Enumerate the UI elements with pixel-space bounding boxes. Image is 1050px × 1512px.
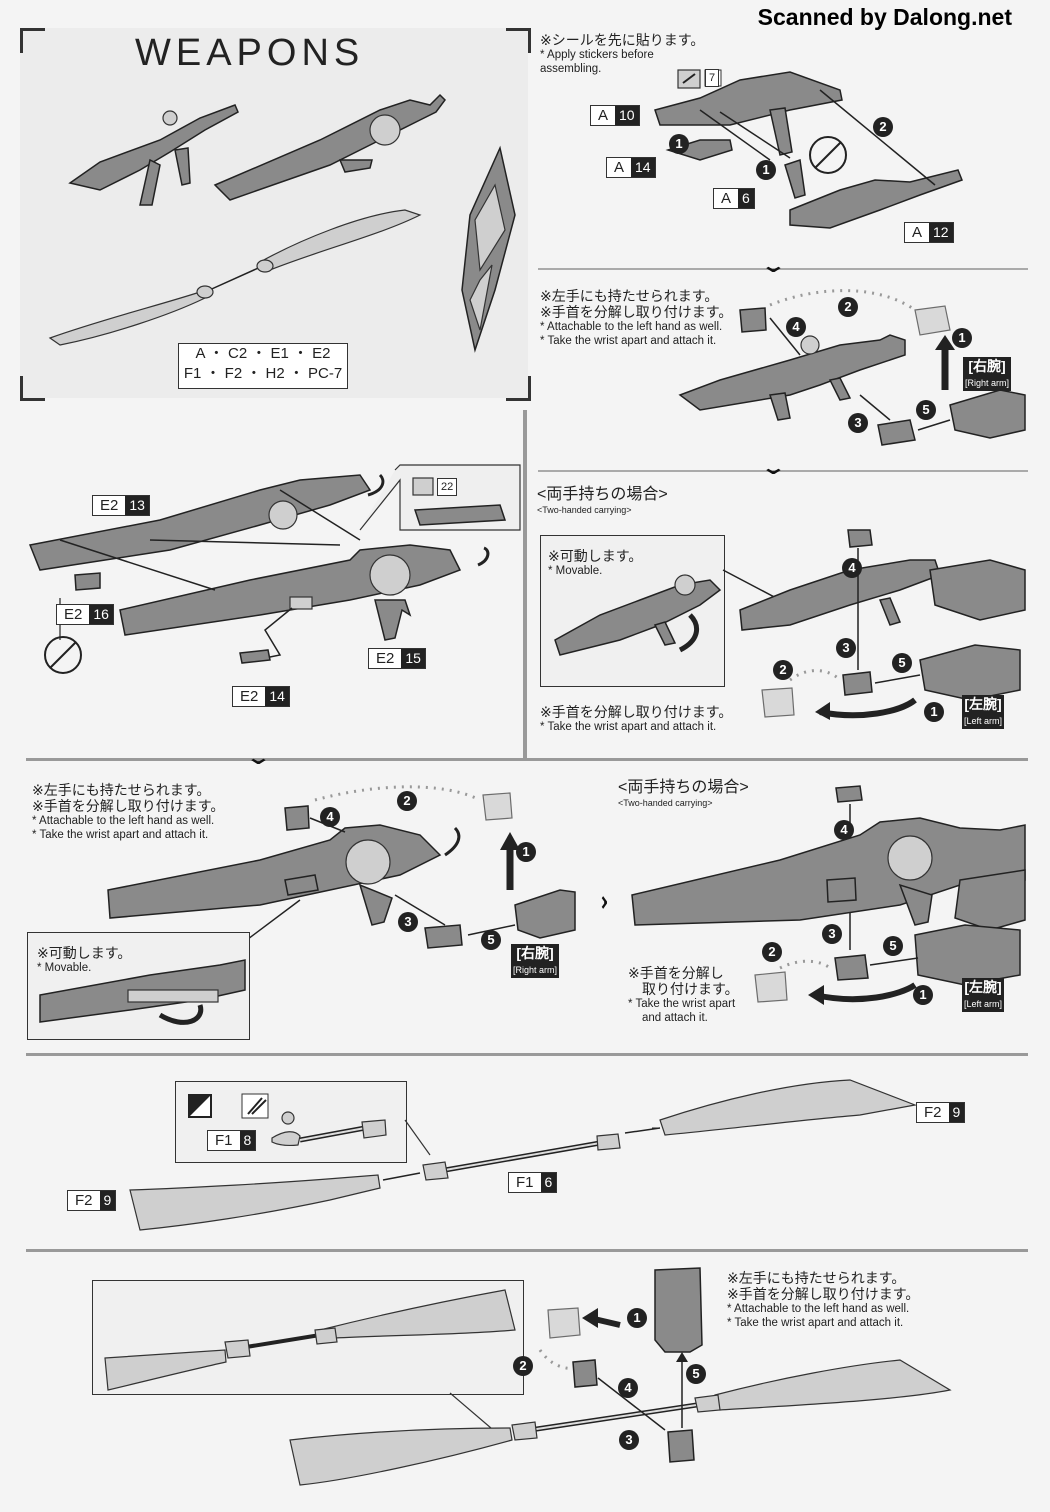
parts-list-line2: F1 ・ F2 ・ H2 ・ PC-7 [183, 365, 343, 382]
weapons-panel [20, 28, 528, 398]
step-number: 1 [952, 328, 972, 348]
step-number: 4 [618, 1378, 638, 1398]
left-arm-tag: [左腕][Left arm] [962, 978, 1005, 1012]
blade-hand-note: ※左手にも持たせられます。 ※手首を分解し取り付けます。 * Attachabl… [727, 1270, 920, 1329]
step-number: 5 [481, 930, 501, 950]
step-number: 1 [924, 702, 944, 722]
no-nipper-icon [809, 136, 847, 174]
step-number: 3 [619, 1430, 639, 1450]
step-number: 5 [892, 653, 912, 673]
step-number: 1 [516, 842, 536, 862]
bazooka-left-note: ※左手にも持たせられます。 ※手首を分解し取り付けます。 * Attachabl… [32, 782, 225, 841]
step-number: 3 [822, 924, 842, 944]
step-number: 2 [773, 660, 793, 680]
step-number: 2 [762, 942, 782, 962]
divider [523, 758, 1028, 761]
chevron-down-icon: ⌄ [244, 747, 272, 769]
step-number: 4 [834, 820, 854, 840]
step-number: 4 [320, 807, 340, 827]
sticker-icon [412, 477, 434, 496]
movable-note: ※可動します。 * Movable. [548, 548, 643, 577]
divider [26, 758, 523, 761]
chevron-down-icon: ⌄ [759, 457, 787, 479]
divider [538, 470, 1028, 472]
divider [26, 1249, 1028, 1252]
corner-mark [20, 376, 45, 401]
rifle-two-hand-note: ※手首を分解し取り付けます。 * Take the wrist apart an… [540, 704, 733, 733]
divider [26, 1053, 1028, 1056]
movable-note: ※可動します。 * Movable. [37, 945, 132, 974]
step-number: 5 [916, 400, 936, 420]
sticker-note: ※シールを先に貼ります。 * Apply stickers before ass… [540, 32, 705, 75]
rifle-left-note: ※左手にも持たせられます。 ※手首を分解し取り付けます。 * Attachabl… [540, 288, 733, 347]
step-number: 3 [848, 413, 868, 433]
step-number: 1 [669, 134, 689, 154]
step-number: 4 [842, 558, 862, 578]
weapons-title: WEAPONS [135, 32, 365, 74]
chevron-down-icon: ⌄ [759, 255, 787, 277]
corner-mark [506, 28, 531, 53]
step-number: 5 [686, 1364, 706, 1384]
step-number: 2 [513, 1356, 533, 1376]
sticker-number: 7 [705, 69, 720, 87]
corner-mark [506, 376, 531, 401]
step-number: 3 [836, 638, 856, 658]
step-number: 2 [838, 297, 858, 317]
sticker-number: 22 [437, 478, 458, 496]
parts-list-line1: A ・ C2 ・ E1 ・ E2 [195, 345, 331, 362]
step-number: 1 [627, 1308, 647, 1328]
step-number: 3 [398, 912, 418, 932]
no-nipper-icon [44, 636, 82, 674]
step-number: 1 [756, 160, 776, 180]
step-number: 2 [873, 117, 893, 137]
left-arm-tag: [左腕][Left arm] [962, 695, 1005, 729]
right-arm-tag: [右腕][Right arm] [963, 357, 1012, 391]
divider [538, 268, 1028, 270]
step-number: 4 [786, 317, 806, 337]
bazooka-two-hand-note: ※手首を分解し 取り付けます。 * Take the wrist apart a… [628, 965, 739, 1024]
two-hand-title: <両手持ちの場合> <Two-handed carrying> [618, 779, 749, 809]
divider [523, 410, 527, 760]
parts-list: A ・ C2 ・ E1 ・ E2 F1 ・ F2 ・ H2 ・ PC-7 [178, 343, 348, 389]
right-arm-tag: [右腕][Right arm] [511, 944, 560, 978]
step-number: 5 [883, 936, 903, 956]
two-hand-title: <両手持ちの場合> <Two-handed carrying> [537, 486, 668, 516]
corner-mark [20, 28, 45, 53]
scan-credit: Scanned by Dalong.net [757, 4, 1012, 30]
step-number: 1 [913, 985, 933, 1005]
step-number: 2 [397, 791, 417, 811]
